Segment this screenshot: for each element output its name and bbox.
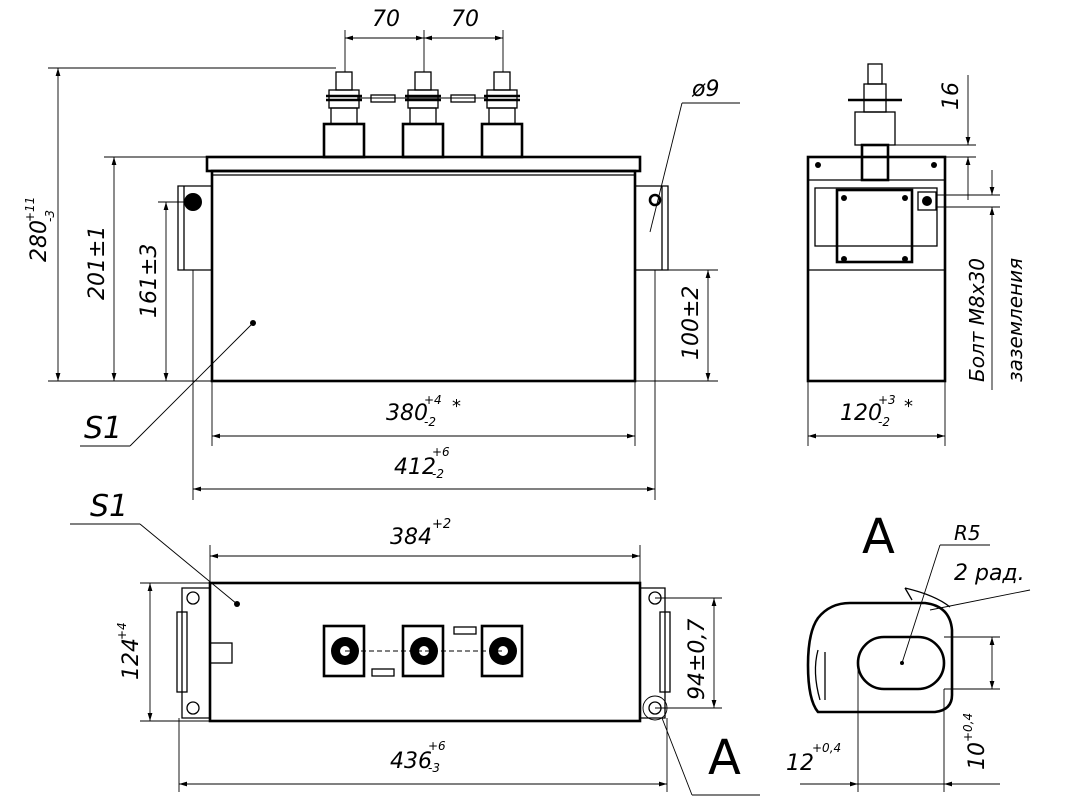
dim-70-a: 70 bbox=[372, 7, 400, 32]
detail-callout-a: A bbox=[708, 730, 741, 786]
dim-94: 94±0,7 bbox=[685, 619, 710, 700]
dim-12: 12 bbox=[786, 751, 814, 776]
side-ground-bolt bbox=[917, 191, 937, 211]
detail-a-bracket bbox=[806, 601, 954, 714]
dim-124-tol: +4 bbox=[115, 622, 129, 640]
side-bracket bbox=[835, 188, 914, 264]
dim-120-mark: * bbox=[904, 396, 913, 417]
dim-436-tol-upper: +6 bbox=[428, 739, 446, 753]
dim-384-tol: +2 bbox=[432, 517, 451, 532]
dim-10: 10 bbox=[965, 742, 990, 770]
dim-120: 120 bbox=[840, 401, 882, 426]
front-body bbox=[210, 169, 637, 383]
dim-380-tol-upper: +4 bbox=[424, 393, 442, 407]
dim-280-tol-lower: -3 bbox=[43, 210, 57, 222]
front-terminal-1 bbox=[322, 71, 366, 159]
detail-a: A R5 2 рад. 10 +0,4 12 +0,4 bbox=[786, 509, 1031, 792]
dim-201: 201±1 bbox=[85, 226, 110, 300]
dim-412-tol-upper: +6 bbox=[432, 445, 450, 459]
dim-436: 436 bbox=[390, 749, 432, 774]
front-view: 70 70 ø9 280 +11 -3 201±1 161±3 bbox=[23, 7, 740, 500]
dim-380: 380 bbox=[386, 401, 428, 426]
dim-100: 100±2 bbox=[679, 286, 704, 360]
top-left-bracket bbox=[181, 587, 210, 719]
dim-16: 16 bbox=[939, 82, 964, 110]
dim-436-tol-lower: -3 bbox=[428, 761, 440, 775]
s1-label-front: S1 bbox=[84, 411, 122, 446]
dim-384: 384 bbox=[390, 525, 432, 550]
dim-10-tol: +0,4 bbox=[961, 713, 975, 742]
dim-120-tol-upper: +3 bbox=[878, 393, 896, 407]
dim-2rad: 2 рад. bbox=[954, 561, 1025, 586]
front-right-hole bbox=[648, 193, 662, 207]
dim-380-tol-lower: -2 bbox=[424, 415, 436, 429]
s1-label-top: S1 bbox=[90, 489, 128, 524]
dim-120-tol-lower: -2 bbox=[878, 415, 890, 429]
dim-280-tol-upper: +11 bbox=[23, 197, 37, 222]
dim-280: 280 bbox=[27, 220, 52, 262]
side-view: 16 Болт М8х30 заземления 120 +3 -2 * bbox=[806, 63, 1027, 446]
dim-12-tol: +0,4 bbox=[812, 741, 841, 755]
dim-412-tol-lower: -2 bbox=[432, 467, 444, 481]
dim-161: 161±3 bbox=[137, 244, 162, 318]
dim-r5: R5 bbox=[954, 521, 981, 545]
top-right-bracket bbox=[640, 587, 666, 719]
dim-70-b: 70 bbox=[451, 7, 479, 32]
front-jumper-1 bbox=[370, 94, 396, 103]
front-jumper-2 bbox=[450, 94, 476, 103]
front-left-bracket bbox=[177, 185, 212, 271]
top-view: S1 384 +2 124 +4 94±0,7 436 +6 -3 A bbox=[70, 489, 760, 796]
front-lid bbox=[205, 155, 642, 173]
ground-bolt-label-2: заземления bbox=[1003, 258, 1027, 382]
ground-bolt-label-1: Болт М8х30 bbox=[965, 258, 989, 382]
detail-a-title: A bbox=[862, 509, 895, 565]
dim-380-mark: * bbox=[452, 396, 461, 417]
front-terminal-3 bbox=[480, 71, 524, 159]
front-terminal-2 bbox=[401, 71, 445, 159]
dim-124: 124 bbox=[119, 638, 144, 680]
detail-a-edge-curve bbox=[904, 587, 951, 608]
front-right-bracket bbox=[635, 185, 669, 271]
dim-412: 412 bbox=[394, 455, 436, 480]
dim-hole-dia: ø9 bbox=[691, 77, 719, 102]
side-body bbox=[806, 155, 947, 383]
side-terminal bbox=[860, 143, 890, 182]
